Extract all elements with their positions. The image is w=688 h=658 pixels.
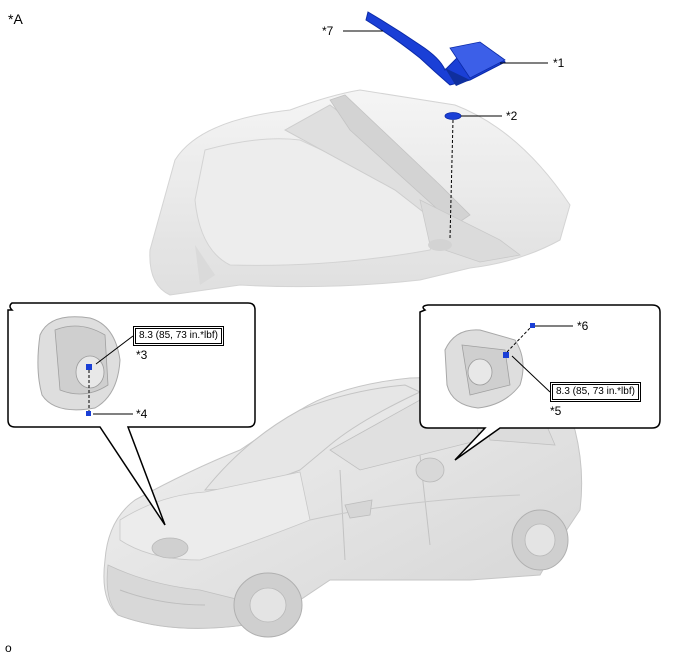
left-callout [7, 302, 256, 526]
part-label-1: *1 [553, 56, 565, 70]
cap-part [444, 112, 462, 120]
view-label: *A [8, 11, 23, 27]
cowl-panel-part [365, 11, 506, 86]
part-label-5: *5 [550, 404, 562, 418]
torque-spec-right: 8.3 (85, 73 in.*lbf) [550, 382, 641, 402]
part-label-4: *4 [136, 407, 148, 421]
part-label-2: *2 [506, 109, 518, 123]
part-label-7: *7 [322, 24, 334, 38]
figure-code: o [5, 641, 12, 655]
part-label-3: *3 [136, 348, 148, 362]
engine-bay-view [149, 89, 571, 296]
right-callout [419, 304, 661, 461]
torque-spec-left: 8.3 (85, 73 in.*lbf) [133, 326, 224, 346]
torque-spec-right-text: 8.3 (85, 73 in.*lbf) [552, 384, 639, 400]
part-label-6: *6 [577, 319, 589, 333]
torque-spec-left-text: 8.3 (85, 73 in.*lbf) [135, 328, 222, 344]
